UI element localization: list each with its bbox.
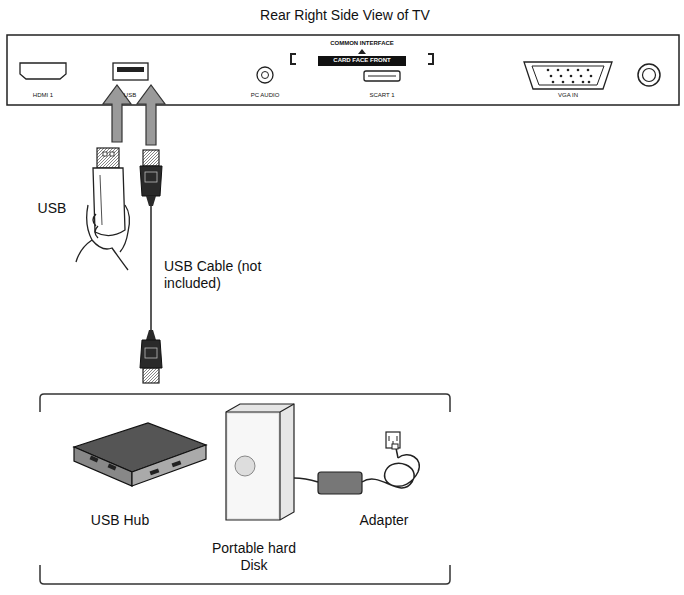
ci-bracket	[291, 54, 296, 64]
port-label: VGA IN	[558, 92, 578, 99]
port-label: USB	[124, 92, 136, 99]
port-label: COMMON INTERFACE	[330, 40, 394, 47]
usb-cable	[150, 206, 152, 330]
hdmi-port	[20, 63, 66, 79]
vga-port	[524, 62, 612, 89]
tv-panel	[7, 35, 679, 105]
audio-jack-hole	[262, 72, 269, 79]
cable-plug-connector	[143, 368, 159, 383]
adapter-cable	[294, 478, 318, 482]
cable-plug-body	[140, 340, 162, 368]
vga-port-inner	[532, 66, 604, 85]
card-band	[318, 56, 406, 66]
audio-jack	[257, 67, 273, 83]
diagram-title: Rear Right Side View of TV	[260, 7, 430, 24]
part-label: USB Cable (not included)	[164, 258, 284, 292]
mains-plug	[386, 432, 400, 448]
port-label: SCART 1	[369, 92, 394, 99]
cable-plug-connector	[143, 150, 159, 166]
cable-plug-body	[140, 166, 162, 196]
hard-disk	[226, 404, 294, 520]
round-socket-inner	[643, 69, 656, 82]
usb-port	[113, 63, 148, 80]
part-label: USB Hub	[91, 512, 149, 529]
insert-arrow	[137, 85, 165, 145]
usb-stick-connector	[97, 148, 119, 168]
scart-slot	[364, 71, 400, 81]
adapter-cord	[362, 455, 419, 488]
port-label: PC AUDIO	[251, 92, 280, 99]
usb-stick-body	[93, 168, 125, 236]
port-label: CARD FACE FRONT	[333, 57, 390, 64]
usb-port-tongue	[117, 67, 144, 72]
scart-pins	[368, 76, 396, 77]
vga-pins	[547, 69, 593, 84]
part-label: USB	[38, 200, 67, 217]
part-label: Portable hard Disk	[207, 540, 302, 574]
ci-triangle	[358, 49, 366, 54]
adapter-brick	[318, 472, 362, 494]
round-socket	[638, 64, 660, 86]
port-label: HDMI 1	[33, 92, 53, 99]
part-label: Adapter	[359, 512, 408, 529]
hand-thumb	[120, 205, 129, 252]
ci-bracket	[428, 54, 433, 64]
hand	[76, 205, 128, 270]
